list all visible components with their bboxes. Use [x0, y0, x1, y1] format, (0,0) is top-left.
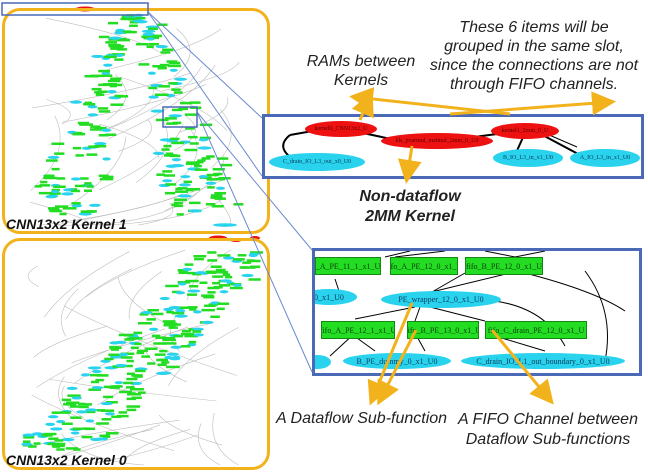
function-node-c-drain-boundary: C_drain_IO_L1_out_boundary_0_x1_U0	[461, 353, 625, 369]
fifo-node-a-pe-12-1: fifo_A_PE_12_1_x1_U	[321, 321, 395, 339]
rams-caption-line1: RAMs between	[306, 53, 416, 70]
kernel1-label: CNN13x2 Kernel 1	[6, 216, 127, 232]
ram-node-kernel1: kernel1_2mm_0_U	[491, 123, 559, 139]
dataflow-sub-caption: A Dataflow Sub-function	[276, 410, 448, 427]
rams-caption-line2: Kernels	[333, 72, 389, 89]
six-items-line2: grouped in the same slot,	[444, 38, 624, 55]
fifo-channel-caption: A FIFO Channel between Dataflow Sub-func…	[452, 410, 644, 450]
function-node-edge-left	[315, 355, 331, 369]
kernel0-label: CNN13x2 Kernel 0	[6, 452, 127, 468]
fifo-node-b-pe-12: fifo_B_PE_12_0_x1_U	[465, 257, 543, 275]
fifo-channel-line2: Dataflow Sub-functions	[465, 431, 631, 448]
kernel0-box	[2, 238, 270, 470]
six-items-caption: These 6 items will be grouped in the sam…	[420, 18, 648, 94]
six-items-line3: since the connections are not	[429, 57, 639, 74]
six-items-line4: through FIFO channels.	[449, 76, 619, 93]
fifo-node-a-pe-11: _A_PE_11_1_x1_U	[315, 257, 381, 275]
zoom-panel-top: kernel0_CNN13x2_U hls_pvarmul_matmul_2mm…	[262, 114, 644, 179]
function-node-c-drain: C_drain_IO_L3_out_x0_U0	[269, 153, 365, 171]
zoom-panel-bottom: _A_PE_11_1_x1_U fifo_A_PE_12_0_x1_U fifo…	[312, 248, 642, 376]
function-node-a-io: A_IO_L3_in_x1_U0	[570, 149, 640, 167]
fifo-node-c-drain-pe: fifo_C_drain_PE_12_0_x1_U	[485, 321, 587, 339]
non-dataflow-caption: Non-dataflow 2MM Kernel	[340, 187, 480, 227]
six-items-line1: These 6 items will be	[459, 19, 609, 36]
ram-node-2mm: hls_pvarmul_matmul_2mm_0_U0	[381, 133, 493, 149]
rams-caption: RAMs between Kernels	[296, 52, 426, 90]
fifo-node-b-pe-13: fifo_B_PE_13_0_x1_U	[407, 321, 479, 339]
non-dataflow-line1: Non-dataflow	[359, 188, 461, 205]
fifo-channel-line1: A FIFO Channel between	[458, 411, 638, 428]
function-node-b-io: B_IO_L3_in_x1_U0	[493, 149, 563, 167]
function-node-b-pe-dummy: B_PE_dummy_0_x1_U0	[343, 353, 451, 369]
function-node-partial: 0_x1_U0	[315, 289, 357, 305]
non-dataflow-line2: 2MM Kernel	[365, 208, 455, 225]
fifo-node-a-pe-12: fifo_A_PE_12_0_x1_U	[390, 257, 458, 275]
zoom-bottom-edges	[329, 251, 626, 362]
ram-node-kernel0: kernel0_CNN13x2_U	[305, 121, 377, 137]
